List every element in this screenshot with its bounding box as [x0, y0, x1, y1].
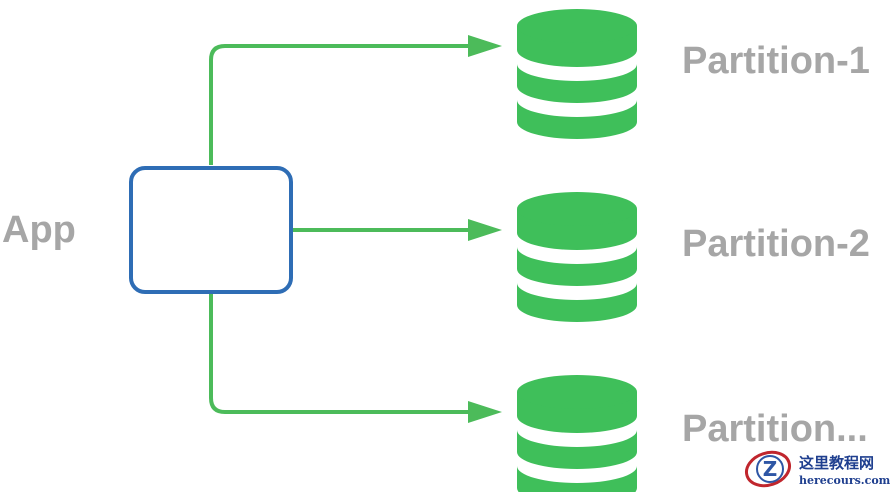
arrowhead-partition-1	[468, 35, 502, 57]
arrowhead-partition-2	[468, 219, 502, 241]
partition-1-label: Partition-1	[682, 40, 870, 82]
arrowhead-partition-3	[468, 401, 502, 423]
watermark-logo-icon: Z	[745, 450, 791, 488]
watermark-text: 这里教程网	[799, 454, 875, 472]
arrow-to-partition-1	[209, 44, 470, 165]
watermark: Z 这里教程网 herecours.com	[742, 447, 890, 491]
partition-3-label: Partition...	[682, 408, 868, 450]
database-icon-partition-1	[517, 9, 637, 139]
app-box	[129, 166, 293, 294]
database-icon-partition-3	[517, 375, 637, 492]
app-label: App	[2, 209, 76, 251]
svg-text:Z: Z	[763, 457, 778, 481]
database-icon-partition-2	[517, 192, 637, 322]
arrow-to-partition-3	[209, 294, 470, 414]
watermark-url: herecours.com	[799, 474, 890, 487]
partition-2-label: Partition-2	[682, 223, 870, 265]
